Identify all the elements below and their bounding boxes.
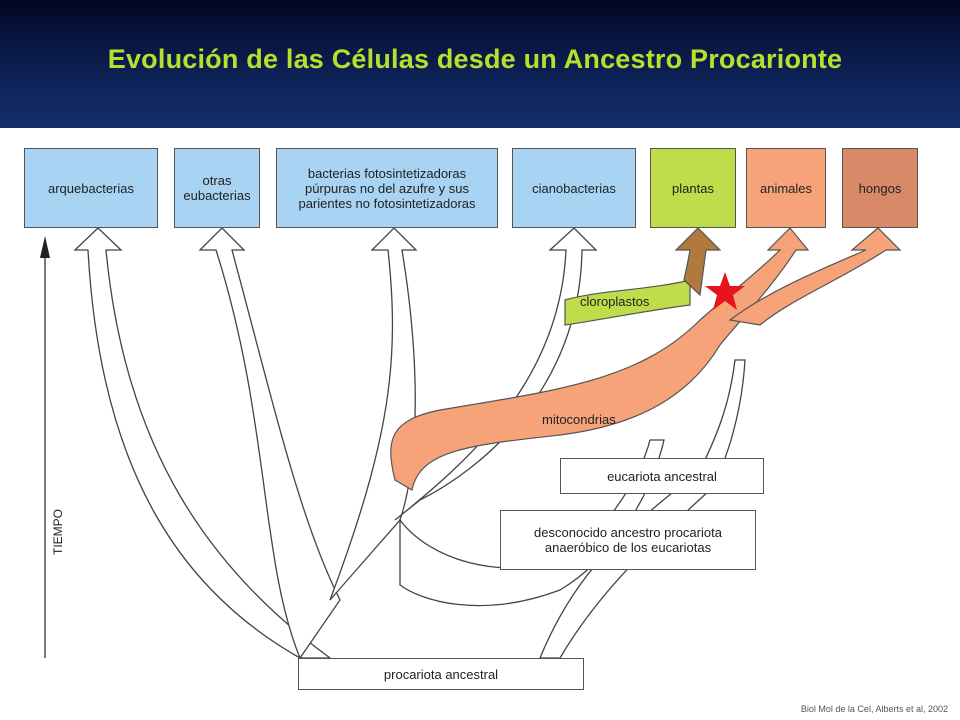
cloroplastos-band (564, 279, 691, 326)
box-hongos: hongos (842, 148, 918, 228)
label-bacterias-fotosintetizadoras: bacterias fotosintetizadoras púrpuras no… (298, 165, 476, 211)
box-procariota-ancestral: procariota ancestral (298, 658, 584, 690)
box-cianobacterias: cianobacterias (512, 148, 636, 228)
label-animales: animales (759, 180, 813, 196)
branch-plantas (674, 227, 722, 297)
title-banner: Evolución de las Células desde un Ancest… (0, 0, 960, 128)
label-mitocondrias: mitocondrias (542, 412, 616, 427)
box-bacterias-fotosintetizadoras: bacterias fotosintetizadoras púrpuras no… (276, 148, 498, 228)
branch-hongos (728, 227, 902, 326)
branch-arquebacterias (73, 227, 332, 659)
time-axis-arrowhead (40, 236, 50, 258)
box-plantas: plantas (650, 148, 736, 228)
evolution-diagram: arquebacterias otras eubacterias bacteri… (0, 128, 960, 720)
page-title: Evolución de las Células desde un Ancest… (107, 44, 843, 74)
star-icon (705, 272, 745, 310)
box-arquebacterias: arquebacterias (24, 148, 158, 228)
branch-drawing (40, 227, 902, 660)
mitocondrias-band (390, 227, 810, 491)
box-desconocido-ancestro: desconocido ancestro procariota anaeróbi… (500, 510, 756, 570)
label-eucariota-ancestral: eucariota ancestral (607, 468, 717, 484)
label-otras-eubacterias: otras eubacterias (183, 173, 251, 203)
label-plantas: plantas (672, 180, 714, 196)
label-cianobacterias: cianobacterias (532, 180, 616, 196)
box-otras-eubacterias: otras eubacterias (174, 148, 260, 228)
box-animales: animales (746, 148, 826, 228)
label-desconocido-ancestro: desconocido ancestro procariota anaeróbi… (534, 525, 722, 555)
box-eucariota-ancestral: eucariota ancestral (560, 458, 764, 494)
label-arquebacterias: arquebacterias (48, 180, 134, 196)
label-hongos: hongos (858, 180, 902, 196)
branch-otras (198, 227, 341, 660)
label-procariota-ancestral: procariota ancestral (383, 666, 499, 682)
source-credit: Biol Mol de la Cel, Alberts et al, 2002 (800, 704, 948, 714)
time-axis-label: TIEMPO (51, 508, 65, 555)
label-cloroplastos: cloroplastos (580, 294, 650, 309)
